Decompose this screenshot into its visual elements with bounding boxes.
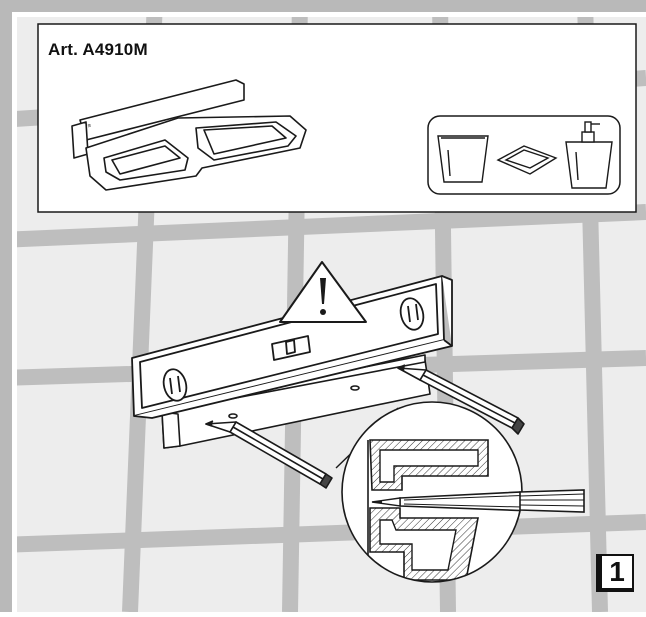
pencil-right <box>397 364 525 435</box>
detail-circle <box>341 401 585 583</box>
svg-text:≡: ≡ <box>87 123 92 130</box>
soap-dispenser-icon <box>565 141 613 189</box>
step-number-badge: 1 <box>596 554 634 592</box>
accessories-drawing <box>437 121 613 189</box>
article-code: Art. A4910M <box>48 40 148 59</box>
spirit-level <box>131 275 453 419</box>
warning-icon <box>279 261 367 323</box>
pencil-left <box>205 420 333 489</box>
soap-dish-icon <box>496 145 558 175</box>
step-number: 1 <box>602 556 632 588</box>
double-holder-drawing: ≡ <box>71 79 307 191</box>
tumbler-icon <box>437 135 489 183</box>
